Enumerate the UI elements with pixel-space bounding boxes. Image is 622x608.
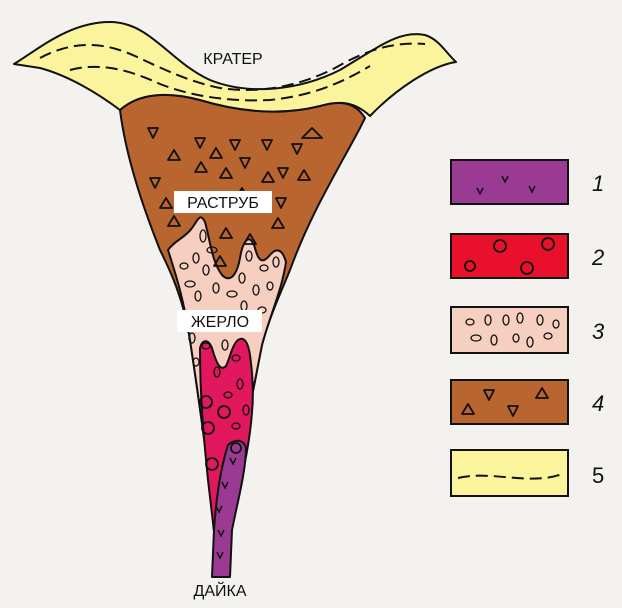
- vent-label: ЖЕРЛО: [191, 314, 249, 331]
- legend-swatch-3: [451, 307, 568, 353]
- volcano-section: [14, 22, 456, 577]
- crater-layer: [14, 22, 456, 116]
- legend-swatch-1: [451, 160, 568, 204]
- legend-number-2: 2: [591, 245, 604, 270]
- legend-swatch-4: [451, 380, 568, 424]
- legend: 1 2: [451, 160, 605, 496]
- crater-label: КРАТЕР: [203, 51, 262, 68]
- legend-swatch-5: [451, 450, 568, 496]
- legend-item-1: 1: [451, 160, 604, 204]
- legend-number-4: 4: [592, 391, 604, 416]
- dike-label: ДАЙКА: [194, 581, 247, 600]
- funnel-label: РАСТРУБ: [187, 195, 259, 212]
- legend-item-3: 3: [451, 307, 605, 353]
- legend-item-5: 5: [451, 450, 604, 496]
- legend-item-2: 2: [451, 234, 604, 278]
- legend-number-1: 1: [592, 171, 604, 196]
- legend-number-5: 5: [592, 463, 604, 488]
- legend-item-4: 4: [451, 380, 604, 424]
- legend-number-3: 3: [592, 319, 605, 344]
